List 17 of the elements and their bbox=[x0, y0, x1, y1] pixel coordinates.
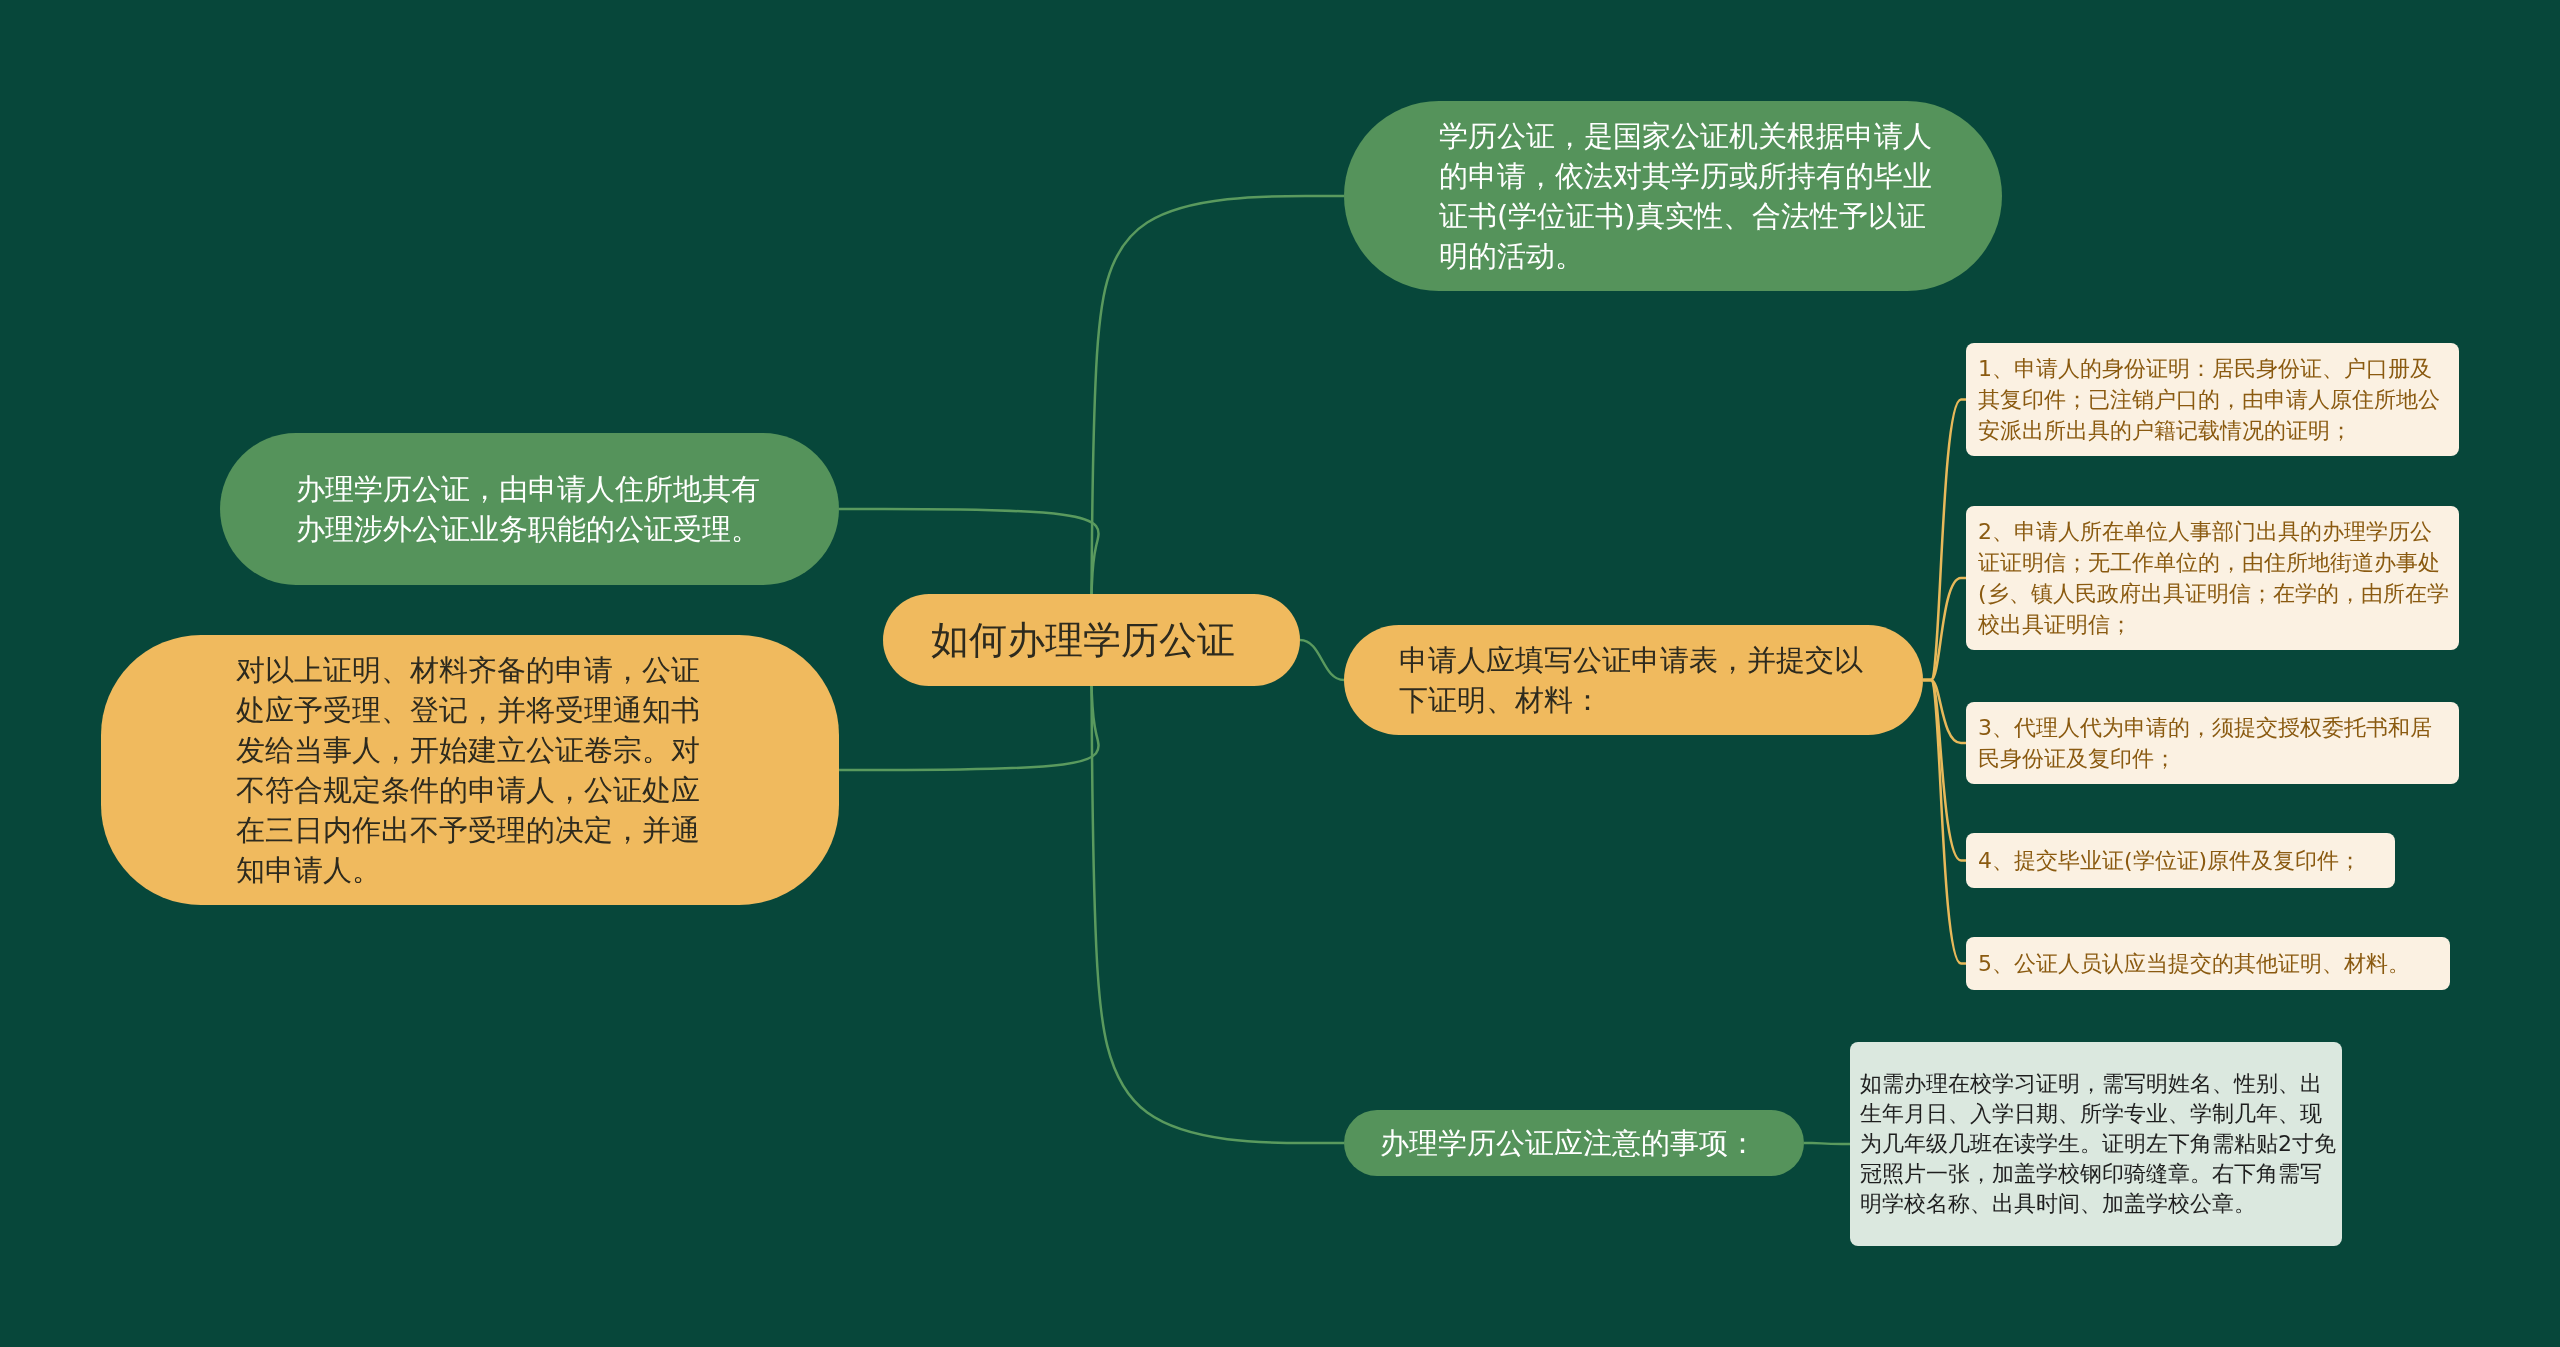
connector-line bbox=[1090, 686, 1344, 1145]
central-topic: 如何办理学历公证 bbox=[883, 594, 1300, 686]
topic-pill: 学历公证，是国家公证机关根据申请人的申请，依法对其学历或所持有的毕业证书(学位证书)真实性、合法性予以证明的活动。 bbox=[1344, 101, 2002, 291]
topic-pill: 办理学历公证，由申请人住所地其有办理涉外公证业务职能的公证受理。 bbox=[220, 433, 839, 585]
subtopic-box: 4、提交毕业证(学位证)原件及复印件； bbox=[1966, 833, 2395, 888]
connector-line bbox=[839, 507, 1100, 595]
connector-line bbox=[1923, 678, 1966, 965]
topic-pill: 办理学历公证应注意的事项： bbox=[1344, 1110, 1804, 1176]
connector-line bbox=[1804, 1141, 1850, 1146]
topic-pill: 申请人应填写公证申请表，并提交以下证明、材料： bbox=[1344, 625, 1923, 735]
subtopic-box: 5、公证人员认应当提交的其他证明、材料。 bbox=[1966, 937, 2450, 990]
connector-line bbox=[1299, 638, 1345, 682]
subtopic-box: 1、申请人的身份证明：居民身份证、户口册及其复印件；已注销户口的，由申请人原住所地公安派出所出具的户籍记载情况的证明； bbox=[1966, 343, 2459, 456]
subtopic-box: 3、代理人代为申请的，须提交授权委托书和居民身份证及复印件； bbox=[1966, 702, 2459, 784]
note-box: 如需办理在校学习证明，需写明姓名、性别、出生年月日、入学日期、所学专业、学制几年、现为几年级几班在读学生。证明左下角需粘贴2寸免冠照片一张，加盖学校钢印骑缝章。右下角需写明学校名称、出具时间、加盖学校公章。 bbox=[1850, 1042, 2342, 1246]
topic-pill: 对以上证明、材料齐备的申请，公证处应予受理、登记，并将受理通知书发给当事人，开始建立公证卷宗。对不符合规定条件的申请人，公证处应在三日内作出不予受理的决定，并通知申请人。 bbox=[101, 635, 839, 905]
subtopic-box: 2、申请人所在单位人事部门出具的办理学历公证证明信；无工作单位的，由住所地街道办事处(乡、镇人民政府出具证明信；在学的，由所在学校出具证明信； bbox=[1966, 506, 2459, 650]
